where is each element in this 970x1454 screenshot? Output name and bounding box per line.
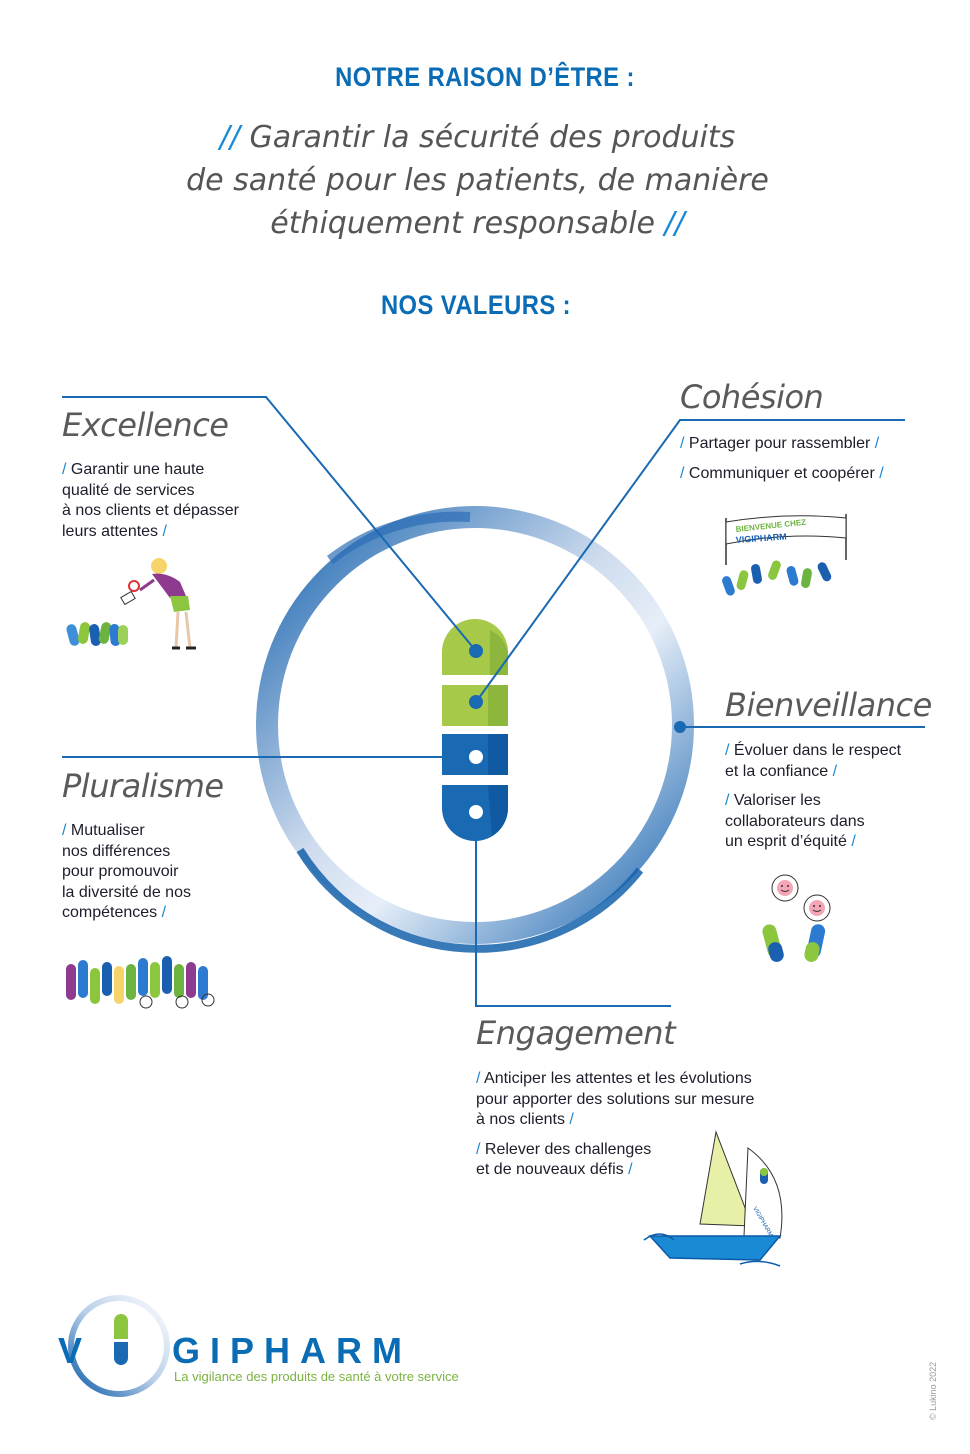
excellence-line-3: à nos clients et dépasser (62, 502, 239, 519)
bienveillance-illustration (762, 874, 831, 962)
excellence-close-slash: / (162, 522, 167, 540)
pluralisme-title: Pluralisme (62, 767, 224, 805)
bienv-item-2-l1: Valoriser les (733, 792, 821, 809)
bienv-item-2-l3: un esprit d’équité (725, 833, 847, 850)
plural-line-3: pour promouvoir (62, 863, 179, 880)
bienveillance-text: / Évoluer dans le respect et la confiance… (725, 741, 945, 862)
plural-line-1: Mutualiser (70, 822, 145, 839)
capsule-crowd (66, 956, 208, 1004)
pluralisme-illustration (66, 956, 215, 1009)
vigipharm-logo-mark (68, 1295, 170, 1397)
plural-close-slash: / (161, 904, 167, 921)
woman-figure (139, 558, 196, 650)
wheelchair-icon (139, 993, 215, 1009)
raison-title: NOTRE RAISON D’ÊTRE : (335, 62, 635, 92)
engage-slash-1b: / (569, 1111, 574, 1128)
cohesion-slash-1b: / (874, 435, 880, 452)
mission-line-3: éthiquement responsable (270, 206, 665, 241)
plural-line-2: nos différences (62, 842, 171, 860)
capsule-crowd (722, 560, 832, 596)
mission-statement: // Garantir la sécurité des produits de … (0, 116, 955, 245)
cohesion-text: / Partager pour rassembler / / Communiqu… (680, 434, 920, 493)
sailboat-icon: VIGIPHARM (643, 1130, 783, 1267)
engage-slash-2b: / (628, 1161, 633, 1178)
mission-line-2: de santé pour les patients, de manière (186, 163, 769, 198)
illustration-credit: © Lukino 2022 (928, 1361, 938, 1420)
smiley-icon (771, 874, 831, 922)
engage-item-1-l1: Anticiper les attentes et les évolutions (484, 1070, 752, 1087)
excellence-text: / Garantir une haute qualité de services… (62, 460, 292, 542)
bienv-item-1-l2: et la confiance (725, 762, 829, 780)
engage-slash-2a: / (476, 1140, 481, 1158)
logo-wordmark: GIPHARM (172, 1330, 412, 1371)
plural-line-4: la diversité de nos (62, 883, 191, 901)
bienv-slash-1a: / (725, 742, 730, 759)
engage-item-1-l3: à nos clients (476, 1111, 565, 1128)
connector-lines (62, 396, 925, 1007)
cohesion-item-2: Communiquer et coopérer (688, 464, 875, 482)
banner-text-2: VIGIPHARM (735, 531, 787, 545)
cohesion-illustration: BIENVENUE CHEZ VIGIPHARM (722, 514, 847, 596)
cohesion-title: Cohésion (680, 378, 824, 416)
bienv-slash-2a: / (725, 792, 730, 809)
plural-line-5: compétences (62, 904, 158, 921)
excellence-illustration (66, 558, 196, 650)
excellence-line-1: Garantir une haute (70, 461, 205, 478)
bienv-item-1-l1: Évoluer dans le respect (733, 742, 902, 759)
mission-line-1: Garantir la sécurité des produits (239, 120, 736, 155)
engage-item-2-l1: Relever des challenges (484, 1140, 652, 1158)
bienveillance-title: Bienveillance (725, 686, 932, 724)
engagement-illustration: VIGIPHARM (643, 1130, 783, 1267)
excellence-line-4: leurs attentes (62, 522, 159, 540)
bienv-slash-1b: / (832, 762, 838, 780)
logo-tagline: La vigilance des produits de santé à vot… (174, 1369, 459, 1384)
mission-open-slash: // (219, 120, 240, 155)
bienv-item-2-l2: collaborateurs dans (725, 812, 865, 830)
values-title: NOS VALEURS : (380, 290, 572, 320)
capsule-pair (762, 924, 826, 962)
plural-open-slash: / (62, 822, 67, 839)
bienv-slash-2b: / (851, 833, 856, 850)
cohesion-slash-2b: / (879, 464, 884, 482)
mission-close-slash: // (664, 206, 685, 241)
cohesion-slash-1a: / (680, 435, 685, 452)
ribbon-icon (120, 580, 140, 606)
logo-letter-v: V (58, 1330, 93, 1371)
excellence-title: Excellence (62, 406, 229, 444)
capsule-group (66, 622, 128, 646)
engage-item-2-l2: et de nouveaux défis (476, 1161, 624, 1178)
cohesion-slash-2a: / (680, 464, 685, 482)
excellence-line-2: qualité de services (62, 481, 195, 499)
engagement-title: Engagement (476, 1014, 676, 1052)
cohesion-item-1: Partager pour rassembler (688, 435, 871, 452)
engage-item-1-l2: pour apporter des solutions sur mesure (476, 1090, 755, 1108)
excellence-open-slash: / (62, 461, 67, 478)
engagement-text: / Anticiper les attentes et les évolutio… (476, 1069, 806, 1190)
engage-slash-1a: / (476, 1070, 481, 1087)
pluralisme-text: / Mutualiser nos différences pour promou… (62, 821, 262, 924)
